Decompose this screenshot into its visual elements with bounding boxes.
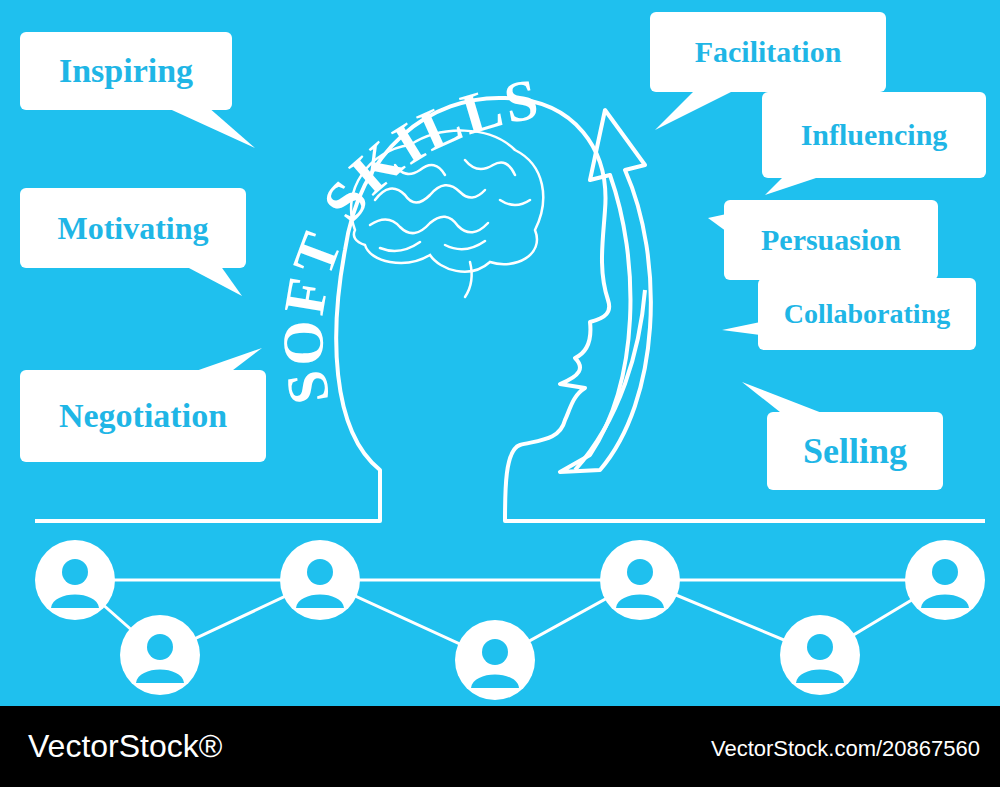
people-network <box>35 540 985 700</box>
person-head <box>807 634 833 660</box>
speech-bubble: Inspiring <box>20 32 232 110</box>
person-body <box>471 675 519 689</box>
title-arc: SOFT SKILLS <box>270 66 546 409</box>
person-circle <box>780 615 860 695</box>
person-body <box>796 670 844 684</box>
speech-bubble: Influencing <box>762 92 986 178</box>
speech-bubble: Facilitation <box>650 12 886 92</box>
person-head <box>62 559 88 585</box>
skill-label: Facilitation <box>695 35 842 69</box>
speech-bubble: Selling <box>767 412 943 490</box>
person-icon <box>455 620 535 700</box>
speech-bubble: Negotiation <box>20 370 266 462</box>
person-icon <box>120 615 200 695</box>
person-body <box>921 595 969 609</box>
skill-label: Influencing <box>801 118 948 152</box>
person-icon <box>780 615 860 695</box>
person-body <box>51 595 99 609</box>
title-arc-text: SOFT SKILLS <box>270 66 546 409</box>
person-body <box>296 595 344 609</box>
skill-label: Inspiring <box>59 52 193 90</box>
person-body <box>616 595 664 609</box>
person-circle <box>120 615 200 695</box>
person-head <box>482 639 508 665</box>
skill-label: Collaborating <box>784 298 950 330</box>
skill-label: Selling <box>803 430 907 472</box>
skill-label: Motivating <box>57 210 208 247</box>
person-icon <box>280 540 360 620</box>
person-body <box>136 670 184 684</box>
skill-label: Persuasion <box>761 223 901 257</box>
person-icon <box>600 540 680 620</box>
watermark: VectorStock® <box>28 728 222 765</box>
person-circle <box>455 620 535 700</box>
person-circle <box>905 540 985 620</box>
person-circle <box>35 540 115 620</box>
person-head <box>627 559 653 585</box>
person-icon <box>905 540 985 620</box>
person-head <box>932 559 958 585</box>
person-icon <box>35 540 115 620</box>
person-circle <box>280 540 360 620</box>
person-head <box>307 559 333 585</box>
person-head <box>147 634 173 660</box>
speech-bubble: Motivating <box>20 188 246 268</box>
speech-bubble: Persuasion <box>724 200 938 280</box>
speech-bubble: Collaborating <box>758 278 976 350</box>
person-circle <box>600 540 680 620</box>
watermark: VectorStock.com/20867560 <box>711 736 980 762</box>
skill-label: Negotiation <box>59 397 227 435</box>
cycle-arrows <box>560 110 651 472</box>
